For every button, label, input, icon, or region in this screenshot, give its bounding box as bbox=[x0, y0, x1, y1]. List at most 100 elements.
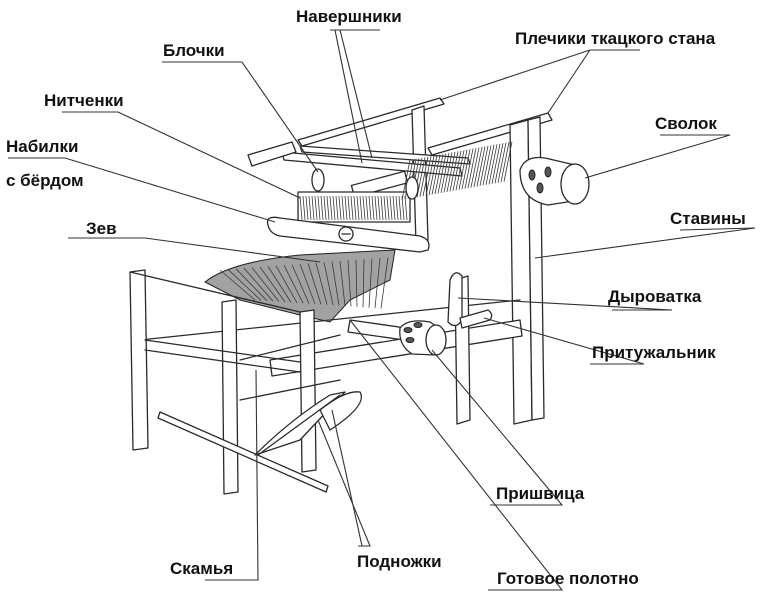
label-navershniki: Навершники bbox=[296, 7, 402, 26]
cloth-thread bbox=[347, 260, 352, 307]
shafts-and-warp bbox=[297, 141, 513, 223]
warp-thread bbox=[395, 195, 399, 221]
warp-thread bbox=[308, 195, 312, 221]
warp-thread bbox=[497, 142, 507, 183]
warp-thread bbox=[392, 195, 396, 221]
cloth-thread bbox=[227, 269, 262, 301]
lever-dyrovatka bbox=[447, 272, 493, 329]
warp-thread bbox=[368, 195, 372, 221]
warp-thread bbox=[338, 195, 342, 221]
warp-thread bbox=[299, 195, 303, 221]
cloth-beam bbox=[347, 319, 447, 356]
label-plechiki: Плечики ткацкого стана bbox=[515, 29, 716, 48]
warp-thread bbox=[470, 147, 480, 188]
cloth-thread bbox=[275, 265, 298, 303]
warp-thread bbox=[461, 149, 471, 190]
warp-thread bbox=[383, 195, 387, 221]
warp-thread bbox=[491, 143, 501, 184]
warp-thread bbox=[479, 145, 489, 187]
label-prishvica: Пришвица bbox=[496, 484, 585, 503]
warp-thread bbox=[347, 195, 351, 221]
label-prituzhalnik: Притужальник bbox=[592, 343, 716, 362]
warp-thread bbox=[458, 149, 468, 190]
warp-thread bbox=[365, 195, 369, 221]
cloth-thread bbox=[243, 267, 274, 302]
warp-thread bbox=[500, 142, 510, 183]
treadles-podnozhki bbox=[254, 391, 362, 456]
cloth-thread bbox=[331, 261, 340, 306]
warp-thread bbox=[371, 195, 375, 221]
cloth-thread bbox=[299, 263, 316, 305]
cloth-thread bbox=[368, 258, 373, 308]
warp-thread bbox=[320, 195, 324, 221]
cloth-thread bbox=[251, 267, 280, 302]
warp-thread bbox=[353, 195, 357, 221]
label-gotovoe-polotno: Готовое полотно bbox=[497, 569, 639, 588]
label-nabilki: Набилки bbox=[6, 137, 79, 156]
cloth-thread bbox=[315, 262, 328, 305]
cloth bbox=[204, 249, 396, 323]
warp-thread bbox=[494, 143, 504, 184]
cloth-thread bbox=[259, 266, 286, 303]
warp-thread bbox=[374, 195, 378, 221]
warp-thread bbox=[428, 155, 438, 196]
warp-thread bbox=[317, 195, 321, 221]
warp-thread bbox=[380, 195, 384, 221]
bench bbox=[129, 269, 341, 495]
warp-thread bbox=[377, 195, 381, 221]
warp-thread bbox=[464, 148, 474, 189]
warp-thread bbox=[314, 195, 318, 221]
warp-thread bbox=[431, 154, 441, 195]
label-blochki: Блочки bbox=[163, 41, 225, 60]
warp-thread bbox=[344, 195, 348, 221]
warp-thread bbox=[398, 195, 402, 221]
cloth-thread bbox=[374, 257, 381, 309]
warp-thread bbox=[356, 195, 360, 221]
warp-thread bbox=[302, 195, 306, 221]
warp-thread bbox=[335, 195, 339, 221]
warp-thread bbox=[362, 195, 366, 221]
cloth-thread bbox=[339, 260, 346, 307]
cloth-thread bbox=[362, 259, 365, 308]
label-dyrovatka: Дыроватка bbox=[608, 287, 702, 306]
warp-thread bbox=[467, 148, 477, 189]
warp-thread bbox=[440, 152, 450, 194]
warp-thread bbox=[437, 153, 447, 194]
label-nabilki-berdom: с бёрдом bbox=[6, 171, 84, 190]
label-nitchenki: Нитченки bbox=[44, 91, 124, 110]
warp-beam-svolok bbox=[519, 156, 590, 206]
warp-thread bbox=[419, 156, 429, 197]
warp-thread bbox=[443, 152, 453, 193]
warp-thread bbox=[323, 195, 327, 221]
label-skamya: Скамья bbox=[170, 559, 234, 578]
cloth-thread bbox=[267, 266, 292, 303]
cloth-thread bbox=[283, 265, 304, 304]
warp-thread bbox=[434, 153, 444, 195]
warp-thread bbox=[452, 150, 462, 191]
cloth-thread bbox=[380, 257, 389, 309]
warp-thread bbox=[329, 195, 333, 221]
cloth-thread bbox=[355, 259, 358, 307]
warp-thread bbox=[425, 155, 435, 196]
warp-thread bbox=[311, 195, 315, 221]
warp-thread bbox=[503, 141, 513, 182]
warp-thread bbox=[473, 146, 483, 188]
label-podnozhki: Подножки bbox=[357, 552, 442, 571]
cloth-thread bbox=[323, 262, 334, 306]
cloth-thread bbox=[291, 264, 310, 304]
warp-thread bbox=[350, 195, 354, 221]
warp-thread bbox=[446, 151, 456, 192]
warp-thread bbox=[401, 159, 411, 201]
warp-thread bbox=[455, 150, 465, 191]
label-svolok: Сволок bbox=[655, 114, 717, 133]
cloth-thread bbox=[307, 263, 322, 305]
warp-thread bbox=[488, 144, 498, 185]
warp-thread bbox=[332, 195, 336, 221]
beater bbox=[266, 216, 430, 253]
label-stavini: Ставины bbox=[670, 209, 746, 228]
warp-thread bbox=[482, 145, 492, 186]
warp-thread bbox=[305, 195, 309, 221]
warp-thread bbox=[449, 151, 459, 192]
warp-thread bbox=[476, 146, 486, 187]
